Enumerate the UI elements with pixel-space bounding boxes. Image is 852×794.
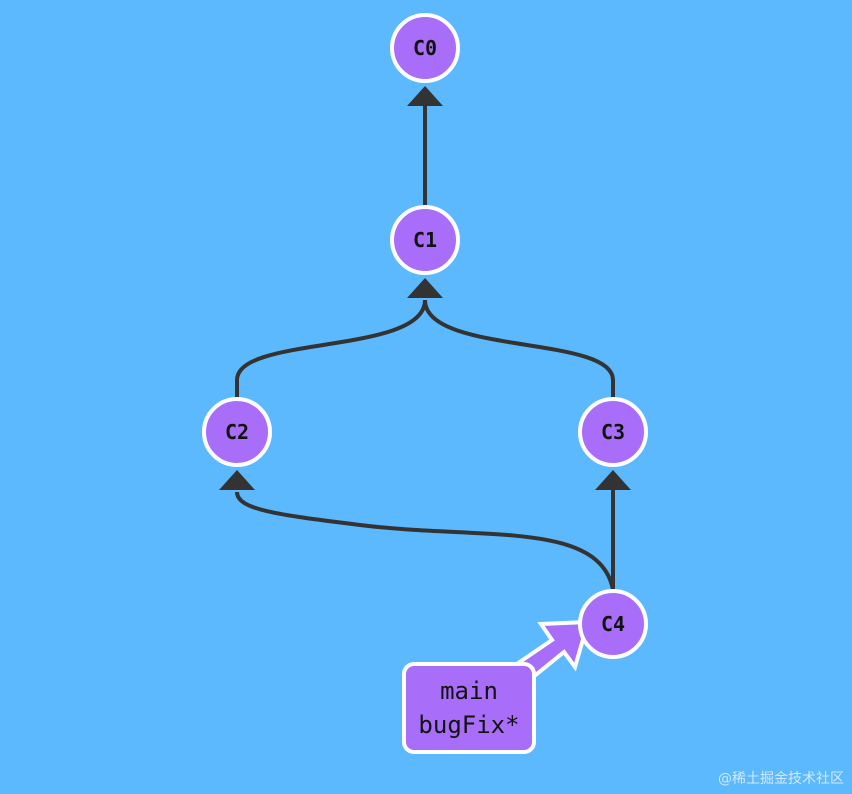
commit-label: C4 — [601, 612, 625, 636]
arrowhead-c2 — [219, 470, 255, 490]
commit-circle[interactable] — [390, 13, 460, 83]
commit-node-c4[interactable]: C4 — [578, 589, 648, 659]
commit-node-c2[interactable]: C2 — [202, 397, 272, 467]
branch-bugfix[interactable]: bugFix* — [418, 711, 520, 739]
commit-label: C3 — [601, 420, 625, 444]
commit-label: C1 — [413, 228, 437, 252]
commit-node-c3[interactable]: C3 — [578, 397, 648, 467]
edge-c3-c1 — [423, 299, 615, 398]
arrowhead-c3 — [595, 470, 631, 490]
commit-circle[interactable] — [578, 397, 648, 467]
commit-circle[interactable] — [202, 397, 272, 467]
commit-node-c1[interactable]: C1 — [390, 205, 460, 275]
commit-label: C2 — [225, 420, 249, 444]
arrowhead-c0 — [407, 86, 443, 106]
commit-circle[interactable] — [578, 589, 648, 659]
edge-c2-c1 — [235, 299, 427, 398]
arrowhead-c1 — [407, 278, 443, 298]
commit-label: C0 — [413, 36, 437, 60]
branch-main[interactable]: main — [440, 677, 498, 705]
branch-label-box[interactable]: main bugFix* — [402, 662, 536, 754]
watermark: @稀土掘金技术社区 — [718, 771, 844, 787]
edge-c4-c2 — [235, 491, 615, 591]
commit-circle[interactable] — [390, 205, 460, 275]
commit-node-c0[interactable]: C0 — [390, 13, 460, 83]
